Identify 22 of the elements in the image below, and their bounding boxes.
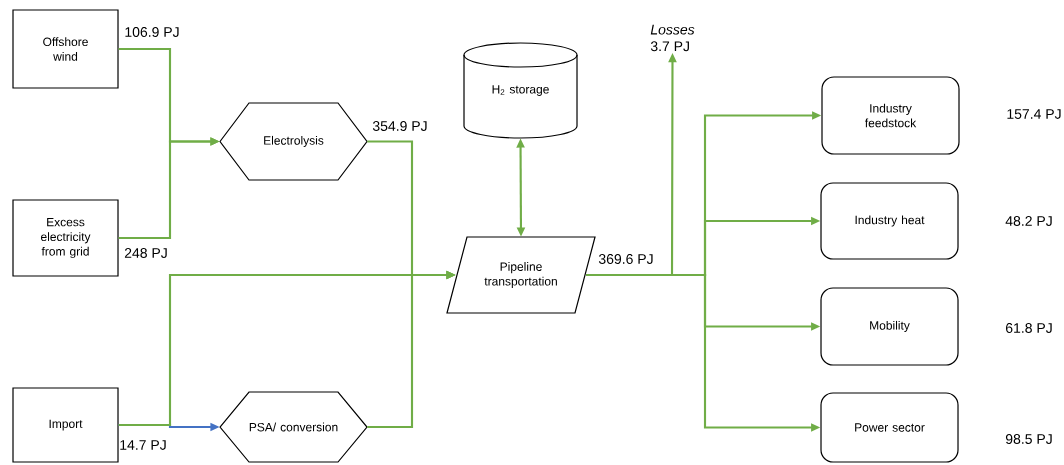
flow-value: 157.4 PJ bbox=[1007, 109, 1061, 119]
source-box: Offshore wind bbox=[12, 9, 119, 89]
flow-value: 369.6 PJ bbox=[598, 254, 653, 264]
flow-value: 248 PJ bbox=[124, 248, 167, 258]
flow-value: 61.8 PJ bbox=[1006, 323, 1052, 333]
flow-value: 106.9 PJ bbox=[125, 27, 179, 37]
source-box: Import bbox=[12, 387, 119, 463]
process-hexagon: PSA/ conversion bbox=[219, 391, 368, 463]
storage-cylinder: H$_{2}$ storage bbox=[463, 42, 578, 139]
pipeline-parallelogram: Pipeline transportation bbox=[446, 236, 596, 314]
flow-value: 98.5 PJ bbox=[1005, 434, 1052, 444]
flow-value: 48.2 PJ bbox=[1005, 216, 1052, 226]
source-box: Excess electricity from grid bbox=[12, 199, 119, 277]
sector-box: Industry feedstock bbox=[821, 76, 960, 155]
process-hexagon: Electrolysis bbox=[219, 102, 368, 181]
flow-value: 354.9 PJ bbox=[372, 121, 427, 131]
sector-box: Power sector bbox=[820, 392, 959, 463]
sector-box: Industry heat bbox=[820, 182, 959, 260]
node-label: H$_{2}$ storage bbox=[492, 85, 549, 96]
sector-box: Mobility bbox=[820, 287, 959, 366]
losses-label: Losses 3.7 PJ bbox=[650, 24, 695, 52]
flow-value: 14.7 PJ bbox=[120, 440, 166, 450]
